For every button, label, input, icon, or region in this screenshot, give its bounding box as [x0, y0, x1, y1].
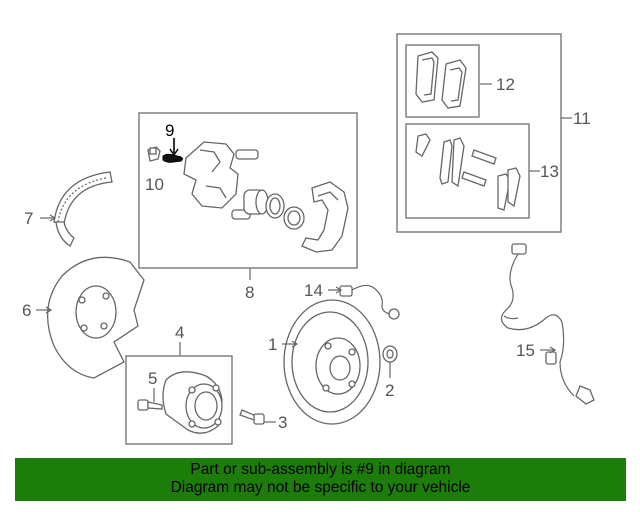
banner-line-2: Diagram may not be specific to your vehi… [170, 479, 471, 496]
label-3: 3 [278, 413, 287, 432]
highlighted-part-9[interactable] [162, 138, 183, 163]
label-4: 4 [175, 323, 184, 342]
caliper-bracket[interactable] [301, 181, 349, 253]
hub-bolt-5[interactable] [137, 399, 163, 411]
hub-assembly-box [125, 355, 233, 445]
label-12: 12 [496, 75, 515, 94]
info-banner: Part or sub-assembly is #9 in diagram Di… [15, 458, 626, 501]
caliper-piston-seals[interactable] [243, 189, 305, 230]
caliper-body[interactable] [183, 141, 259, 220]
label-6: 6 [22, 301, 31, 320]
rotor-screw-2[interactable] [382, 345, 398, 363]
label-1: 1 [268, 335, 277, 354]
backing-plate[interactable] [47, 256, 145, 379]
bleeder-bolt-10[interactable] [147, 146, 161, 162]
bolt-3[interactable] [239, 409, 265, 425]
caliper-assembly-box [138, 112, 358, 269]
parking-brake-shoe[interactable] [53, 171, 113, 247]
brake-pads-box [405, 44, 480, 118]
wear-sensor-14[interactable] [339, 284, 400, 320]
label-14: 14 [304, 281, 323, 300]
label-9: 9 [165, 121, 174, 140]
pads-group-box [396, 33, 562, 233]
brake-pads[interactable] [415, 51, 467, 109]
label-8: 8 [245, 283, 254, 302]
label-5: 5 [148, 369, 157, 388]
label-7: 7 [24, 209, 33, 228]
label-2: 2 [385, 381, 394, 400]
label-10: 10 [145, 175, 164, 194]
parts-diagram: 8 10 9 11 [22, 33, 595, 445]
wheel-hub-bearing[interactable] [162, 371, 223, 434]
banner-line-1: Part or sub-assembly is #9 in diagram [190, 461, 451, 478]
pad-hardware-kit[interactable] [415, 133, 521, 211]
brake-rotor[interactable] [283, 299, 381, 425]
label-11: 11 [573, 109, 591, 128]
label-13: 13 [540, 162, 559, 181]
abs-sensor-15[interactable] [500, 243, 595, 405]
label-15: 15 [516, 341, 535, 360]
